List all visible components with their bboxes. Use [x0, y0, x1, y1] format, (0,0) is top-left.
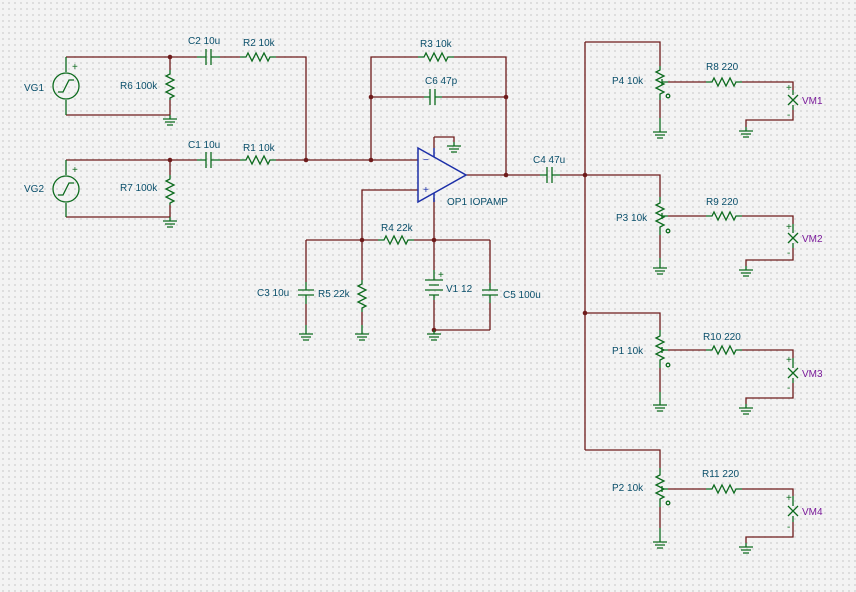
- ground-icon: [653, 528, 667, 549]
- ground-icon: [739, 127, 753, 138]
- r10-label: R10 220: [703, 332, 741, 343]
- svg-text:+: +: [438, 270, 444, 281]
- c1-label: C1 10u: [188, 140, 220, 151]
- c3-label: C3 10u: [257, 288, 289, 299]
- potentiometer-p2[interactable]: [654, 468, 671, 507]
- ground-icon: [163, 115, 177, 126]
- voltmeter-vm2[interactable]: + -: [786, 222, 799, 259]
- vg1-label: VG1: [24, 83, 44, 94]
- vm3-label: VM3: [802, 369, 823, 380]
- c4-label: C4 47u: [533, 155, 565, 166]
- r8-label: R8 220: [706, 62, 739, 73]
- opamp-op1[interactable]: − +: [417, 146, 468, 204]
- c2-label: C2 10u: [188, 36, 220, 47]
- potentiometer-p1[interactable]: [654, 330, 671, 368]
- ground-icon: [427, 330, 441, 341]
- resistor-r7[interactable]: [164, 175, 176, 205]
- ground-icon: [739, 404, 753, 415]
- op1-label: OP1 IOPAMP: [447, 197, 508, 208]
- ground-icon: [739, 543, 753, 554]
- resistor-r2[interactable]: [240, 51, 276, 63]
- voltmeter-vm4[interactable]: + -: [786, 493, 799, 533]
- ground-icon: [653, 118, 667, 139]
- svg-text:-: -: [787, 110, 790, 121]
- wires: [66, 41, 794, 543]
- capacitor-c2[interactable]: [197, 49, 220, 65]
- potentiometer-p4[interactable]: [654, 66, 671, 100]
- resistor-r6[interactable]: [164, 70, 176, 100]
- voltmeter-vm3[interactable]: + -: [786, 355, 799, 394]
- capacitor-c4[interactable]: [540, 167, 560, 183]
- svg-text:+: +: [72, 62, 78, 73]
- capacitor-c1[interactable]: [197, 152, 220, 168]
- r4-label: R4 22k: [381, 223, 414, 234]
- r6-label: R6 100k: [120, 81, 158, 92]
- r5-label: R5 22k: [318, 289, 351, 300]
- svg-text:+: +: [786, 222, 792, 233]
- battery-v1[interactable]: +: [425, 270, 444, 300]
- r2-label: R2 10k: [243, 38, 276, 49]
- c5-label: C5 100u: [503, 290, 541, 301]
- resistor-r4[interactable]: [378, 234, 414, 246]
- source-vg1[interactable]: +: [52, 57, 80, 115]
- ground-icon: [299, 325, 313, 341]
- potentiometer-p3[interactable]: [654, 197, 671, 235]
- svg-text:-: -: [787, 383, 790, 394]
- voltmeter-vm1[interactable]: + -: [786, 83, 799, 121]
- ground-icon: [653, 258, 667, 275]
- vm1-label: VM1: [802, 96, 823, 107]
- vm4-label: VM4: [802, 507, 823, 518]
- resistor-r11[interactable]: [706, 483, 742, 495]
- ground-icon: [447, 142, 461, 153]
- ground-icon: [653, 392, 667, 412]
- svg-text:+: +: [786, 83, 792, 94]
- resistor-r3[interactable]: [418, 51, 454, 63]
- resistor-r1[interactable]: [240, 154, 276, 166]
- capacitor-c3[interactable]: [298, 282, 314, 304]
- svg-text:+: +: [786, 493, 792, 504]
- c6-label: C6 47p: [425, 76, 458, 87]
- r3-label: R3 10k: [420, 39, 453, 50]
- vg2-label: VG2: [24, 184, 44, 195]
- ground-symbols: [163, 115, 753, 554]
- resistor-r8[interactable]: [706, 76, 742, 88]
- svg-text:+: +: [423, 185, 429, 196]
- p1-label: P1 10k: [612, 346, 644, 357]
- r1-label: R1 10k: [243, 143, 276, 154]
- r9-label: R9 220: [706, 197, 739, 208]
- r7-label: R7 100k: [120, 183, 158, 194]
- v1-label: V1 12: [446, 284, 473, 295]
- svg-text:+: +: [786, 355, 792, 366]
- ground-icon: [163, 217, 177, 228]
- capacitor-c5[interactable]: [482, 283, 498, 303]
- p2-label: P2 10k: [612, 483, 644, 494]
- r11-label: R11 220: [702, 469, 740, 480]
- source-vg2[interactable]: +: [52, 160, 80, 217]
- svg-text:-: -: [787, 522, 790, 533]
- resistor-r10[interactable]: [706, 344, 742, 356]
- capacitor-c6[interactable]: [424, 89, 442, 105]
- ground-icon: [739, 266, 753, 277]
- p3-label: P3 10k: [616, 213, 648, 224]
- p4-label: P4 10k: [612, 76, 644, 87]
- junctions: [167, 54, 588, 333]
- svg-text:−: −: [423, 155, 429, 166]
- vm2-label: VM2: [802, 234, 823, 245]
- resistor-r9[interactable]: [706, 210, 742, 222]
- svg-text:+: +: [72, 165, 78, 176]
- ground-icon: [355, 325, 369, 341]
- svg-text:-: -: [787, 248, 790, 259]
- resistor-r5[interactable]: [356, 280, 368, 312]
